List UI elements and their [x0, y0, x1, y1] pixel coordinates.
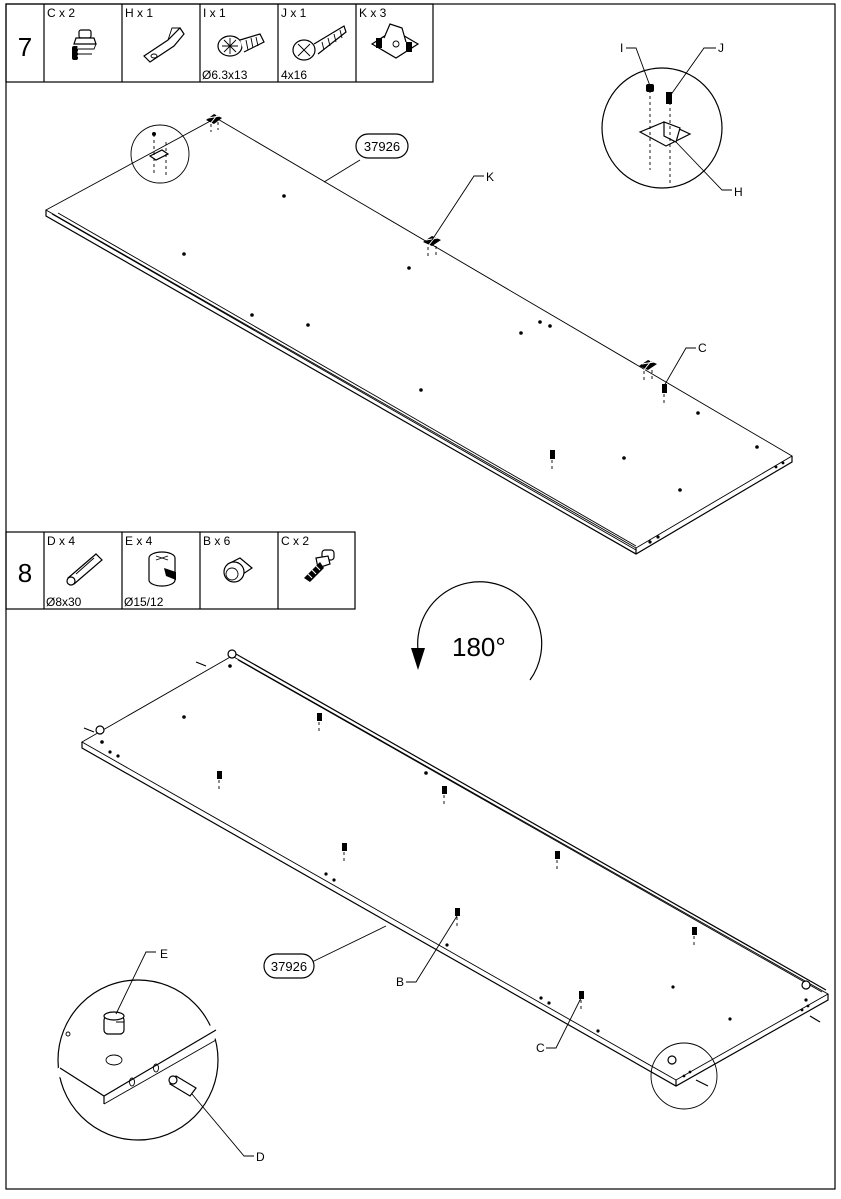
- part-label: C x 2: [281, 534, 309, 548]
- step7-parts-table: 7 C x 2 H x 1 I x 1 J x 1 K x 3 Ø6.3x13 …: [5, 3, 434, 83]
- dowel-icon: [83, 661, 821, 1087]
- panel-code: 37926: [271, 959, 307, 974]
- part-label: K x 3: [359, 6, 387, 20]
- callout-B: B: [396, 975, 404, 989]
- part-size: 4x16: [281, 68, 307, 82]
- part-label: D x 4: [47, 534, 75, 548]
- countersunk-screw-icon: [292, 25, 347, 61]
- bracket-icon: [143, 27, 185, 63]
- part-label: B x 6: [203, 534, 231, 548]
- step7-zoom-detail: I J H: [601, 41, 743, 199]
- panel-code-badge: [263, 953, 315, 979]
- part-label: J x 1: [281, 6, 307, 20]
- callout-D: D: [256, 1150, 265, 1164]
- callout-E: E: [160, 947, 168, 961]
- callout-K: K: [486, 170, 494, 184]
- callout-C: C: [698, 341, 707, 355]
- step8-parts-table: 8 D x 4 E x 4 B x 6 C x 2 Ø8x30 Ø15/12: [5, 531, 356, 610]
- rotate-arrow-icon: [411, 648, 425, 670]
- part-size: Ø6.3x13: [202, 68, 248, 82]
- dowel-icon: [66, 553, 103, 586]
- rotation-indicator: 180°: [411, 581, 543, 681]
- callout-C: C: [536, 1041, 545, 1055]
- shelf-pin-icon: [223, 557, 254, 583]
- step7-number: 7: [18, 32, 32, 62]
- panel-code-badge: [355, 133, 409, 159]
- cam-bolt-icon: [550, 384, 667, 470]
- cam-lock-icon: [103, 1011, 125, 1035]
- hinge-plate-icon: [370, 23, 420, 59]
- detail-circle: [650, 1042, 718, 1110]
- callout-H: H: [734, 185, 743, 199]
- part-size: Ø15/12: [124, 595, 164, 609]
- step8-number: 8: [18, 558, 32, 588]
- hinge-plate-icon: [206, 113, 657, 382]
- part-label: I x 1: [203, 6, 226, 20]
- cam-bolt-icon: [304, 549, 335, 582]
- callout-J: J: [718, 41, 724, 55]
- panel-code: 37926: [364, 139, 400, 154]
- part-label: E x 4: [125, 534, 153, 548]
- cam-lock-icon: [148, 551, 176, 587]
- shelf-pin-icon: [217, 713, 697, 1012]
- pozi-screw-icon: [217, 33, 265, 57]
- part-label: H x 1: [125, 6, 153, 20]
- detail-circle: [130, 124, 190, 184]
- step8-panel-drawing: 37926 B C: [81, 649, 829, 1110]
- part-size: Ø8x30: [46, 595, 82, 609]
- cam-lock-icon: [95, 649, 811, 1065]
- rotation-label: 180°: [452, 632, 506, 662]
- cam-bolt-icon: [72, 29, 97, 60]
- step8-zoom-detail: E D: [57, 947, 265, 1164]
- dowel-icon: [168, 1075, 197, 1097]
- step7-panel-drawing: K C 37926: [45, 113, 793, 555]
- callout-I: I: [620, 41, 623, 55]
- part-label: C x 2: [47, 6, 75, 20]
